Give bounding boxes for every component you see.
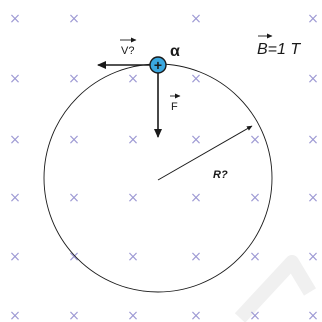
- field-cross-mark: ×: [127, 190, 139, 206]
- field-cross-mark: ×: [9, 249, 21, 265]
- field-cross-mark: ×: [190, 249, 202, 265]
- field-cross-mark: ×: [307, 249, 319, 265]
- field-cross-mark: ×: [127, 132, 139, 148]
- field-cross-mark: ×: [249, 132, 261, 148]
- field-cross-mark: ×: [307, 308, 319, 322]
- field-cross-mark: ×: [68, 132, 80, 148]
- radius-arrow: [157, 125, 253, 181]
- field-cross-mark: ×: [68, 11, 80, 27]
- field-cross-mark: ×: [127, 308, 139, 322]
- field-cross-mark: ×: [249, 190, 261, 206]
- field-symbol: B: [257, 41, 268, 58]
- field-cross-mark: ×: [190, 190, 202, 206]
- field-cross-mark: ×: [68, 190, 80, 206]
- particle-name-label: α: [170, 43, 180, 60]
- field-cross-mark: ×: [9, 71, 21, 87]
- field-cross-mark: ×: [249, 249, 261, 265]
- field-cross-mark: ×: [190, 71, 202, 87]
- watermark-mark: [234, 255, 317, 322]
- field-cross-mark: ×: [68, 308, 80, 322]
- particle-charge-sign: +: [154, 57, 162, 73]
- force-label: F: [171, 101, 178, 113]
- field-cross-mark: ×: [9, 190, 21, 206]
- field-cross-mark: ×: [190, 11, 202, 27]
- field-cross-mark: ×: [127, 71, 139, 87]
- field-cross-mark: ×: [190, 308, 202, 322]
- velocity-label: V?: [121, 45, 134, 57]
- magnetic-field-crosses: × × × × × × × × × × × × × × × × × × × × × × × × × × × × × × × × ×: [9, 11, 319, 322]
- field-label: B=1 T: [257, 41, 301, 58]
- field-cross-mark: ×: [127, 249, 139, 265]
- field-cross-mark: ×: [249, 308, 261, 322]
- field-cross-mark: ×: [68, 71, 80, 87]
- alpha-particle: [149, 56, 167, 74]
- radius-label: R?: [213, 169, 228, 181]
- field-cross-mark: ×: [307, 190, 319, 206]
- field-value: =1 T: [268, 41, 302, 58]
- field-cross-mark: ×: [68, 249, 80, 265]
- field-cross-mark: ×: [307, 132, 319, 148]
- field-cross-mark: ×: [307, 71, 319, 87]
- field-cross-mark: ×: [9, 308, 21, 322]
- field-cross-mark: ×: [307, 11, 319, 27]
- field-cross-mark: ×: [190, 132, 202, 148]
- field-cross-mark: ×: [9, 132, 21, 148]
- field-cross-mark: ×: [9, 11, 21, 27]
